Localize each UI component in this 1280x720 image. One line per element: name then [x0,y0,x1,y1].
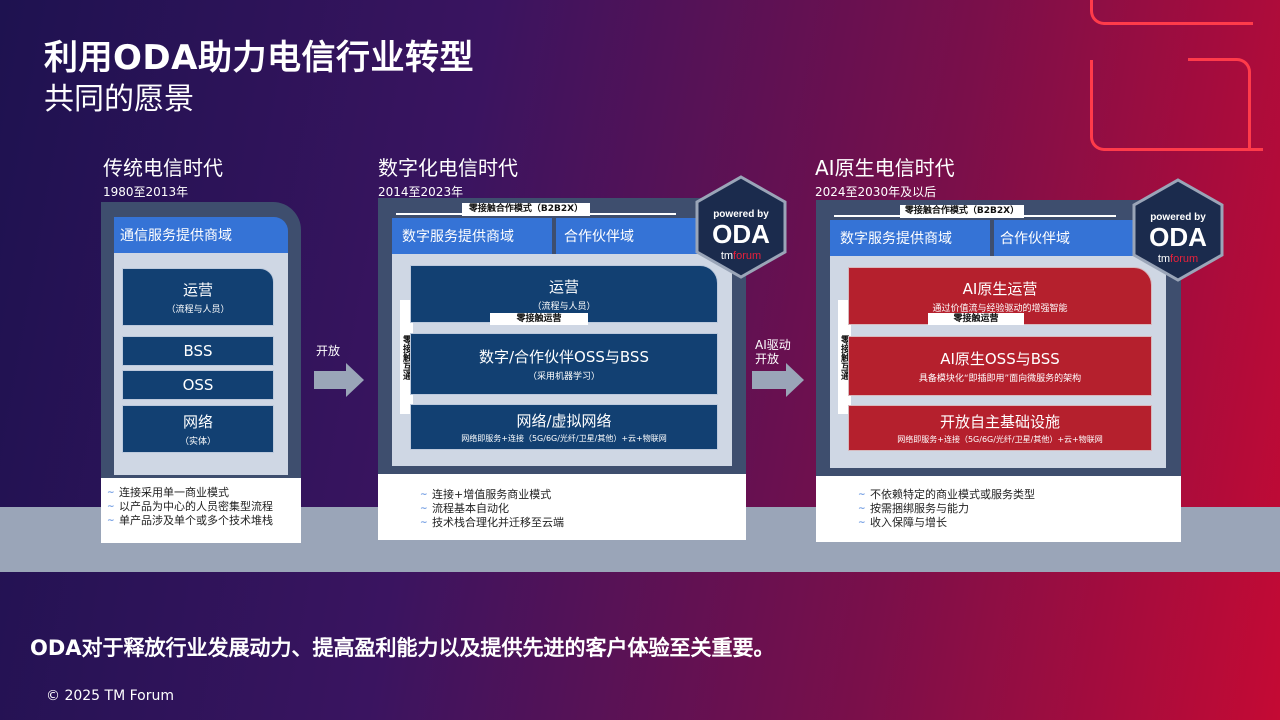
era2-vertical-label: 零接触互通 [400,300,413,414]
era3-bullets: 不依赖特定的商业模式或服务类型 按需捆绑服务与能力 收入保障与增长 [858,488,1181,530]
era1-net-block: 网络 （实体） [122,405,274,453]
era1-domain-header: 通信服务提供商域 [114,217,288,253]
badge-line1: powered by [1150,212,1206,223]
era2-mid-sub: （采用机器学习） [527,372,600,382]
badge-tm: tm [721,250,733,262]
era3-mid-label: AI原生OSS与BSS [940,350,1060,368]
era2-title: 数字化电信时代 [378,156,518,180]
era2-bullets: 连接+增值服务商业模式 流程基本自动化 技术栈合理化并迁移至云端 [420,488,746,530]
era1-net-label: 网络 [182,413,213,431]
era1-years: 1980至2013年 [103,185,189,199]
powered-by-oda-badge-icon: powered by ODA tmforum [695,175,787,279]
era3-oss-bss-block: AI原生OSS与BSS 具备模块化“即插即用”面向微服务的架构 [848,336,1152,396]
list-item: 不依赖特定的商业模式或服务类型 [858,488,1181,502]
badge-line1: powered by [713,209,769,220]
arrow1-head-icon [346,363,364,397]
footer-statement: ODA对于释放行业发展动力、提高盈利能力以及提供先进的客户体验至关重要。 [30,636,775,660]
era1-ops-block: 运营 （流程与人员） [122,268,274,326]
era2-net-block: 网络/虚拟网络 网络即服务+连接（5G/6G/光纤/卫星/其他）+云+物联网 [410,404,718,450]
era1-title: 传统电信时代 [103,156,223,180]
era3-ops-sub: 通过价值流与经验驱动的增强智能 [932,304,1068,314]
era3-tag-line [834,215,1116,217]
svg-text:tmforum: tmforum [1158,253,1198,265]
era2-zt-ops-tag: 零接触运营 [490,313,588,325]
arrow1-shaft [314,371,346,389]
list-item: 流程基本自动化 [420,502,746,516]
badge-tm: tm [1158,253,1170,265]
arrow2-label-line1: AI驱动 [755,338,791,352]
list-item: 按需捆绑服务与能力 [858,502,1181,516]
era2-ops-label: 运营 [548,278,579,296]
list-item: 单产品涉及单个或多个技术堆栈 [107,514,301,528]
era2-mid-label: 数字/合作伙伴OSS与BSS [479,348,649,366]
era3-top-tag: 零接触合作模式（B2B2X） [900,205,1024,218]
arrow2-head-icon [786,363,804,397]
era2-tag-line [396,213,676,215]
era2-net-label: 网络/虚拟网络 [516,412,612,430]
era2-years: 2014至2023年 [378,185,464,199]
era1-heading: 传统电信时代 1980至2013年 [103,152,223,200]
era1-oss-label: OSS [182,376,214,394]
era1-ops-sub: （流程与人员） [166,305,230,315]
list-item: 连接+增值服务商业模式 [420,488,746,502]
badge-line2: ODA [712,219,770,249]
era3-years: 2024至2030年及以后 [815,185,937,199]
badge-forum: forum [1170,253,1198,265]
page-subtitle: 共同的愿景 [44,82,194,117]
era2-ops-sub: （流程与人员） [532,302,596,312]
era3-mid-sub: 具备模块化“即插即用”面向微服务的架构 [918,374,1082,384]
era2-oss-bss-block: 数字/合作伙伴OSS与BSS （采用机器学习） [410,333,718,395]
era1-bullets: 连接采用单一商业模式 以产品为中心的人员密集型流程 单产品涉及单个或多个技术堆栈 [107,486,301,528]
era3-domain-header: 数字服务提供商域 [830,220,990,256]
era3-heading: AI原生电信时代 2024至2030年及以后 [815,152,955,200]
arrow1-label: 开放 [316,344,341,358]
era2-bullet-card: 连接+增值服务商业模式 流程基本自动化 技术栈合理化并迁移至云端 [378,474,746,540]
era3-title: AI原生电信时代 [815,156,955,180]
list-item: 技术栈合理化并迁移至云端 [420,516,746,530]
list-item: 收入保障与增长 [858,516,1181,530]
era1-ops-label: 运营 [182,281,213,299]
badge-line2: ODA [1149,222,1207,252]
era3-zt-ops-tag: 零接触运营 [928,313,1024,325]
era1-bullet-card: 连接采用单一商业模式 以产品为中心的人员密集型流程 单产品涉及单个或多个技术堆栈 [101,478,301,543]
era1-net-sub: （实体） [179,437,216,447]
era1-oss-block: OSS [122,370,274,400]
era3-infra-block: 开放自主基础设施 网络即服务+连接（5G/6G/光纤/卫星/其他）+云+物联网 [848,405,1152,451]
era1-bss-label: BSS [183,342,213,360]
era2-domain-header: 数字服务提供商域 [392,218,552,254]
badge-forum: forum [733,250,761,262]
era2-top-tag: 零接触合作模式（B2B2X） [462,203,590,216]
arrow2-label-line2: 开放 [755,352,780,366]
svg-text:tmforum: tmforum [721,250,761,262]
era3-net-label: 开放自主基础设施 [939,413,1060,431]
era3-net-sub: 网络即服务+连接（5G/6G/光纤/卫星/其他）+云+物联网 [897,435,1103,444]
list-item: 连接采用单一商业模式 [107,486,301,500]
era2-heading: 数字化电信时代 2014至2023年 [378,152,518,200]
powered-by-oda-badge-icon: powered by ODA tmforum [1132,178,1224,282]
corner-bracket-right [1188,58,1251,151]
era3-ops-label: AI原生运营 [962,280,1038,298]
copyright: © 2025 TM Forum [46,688,174,704]
era1-bss-block: BSS [122,336,274,366]
arrow2-shaft [752,371,786,389]
corner-bracket-top [1090,0,1253,25]
list-item: 以产品为中心的人员密集型流程 [107,500,301,514]
corner-bracket-bottom [1090,60,1263,151]
era2-net-sub: 网络即服务+连接（5G/6G/光纤/卫星/其他）+云+物联网 [461,434,667,443]
era3-vertical-label: 零接触互通 [838,300,851,414]
era2-ops-block: 运营 （流程与人员） [410,265,718,323]
page-title: 利用ODA助力电信行业转型 [44,38,474,78]
era3-bullet-card: 不依赖特定的商业模式或服务类型 按需捆绑服务与能力 收入保障与增长 [816,476,1181,542]
arrow2-label: AI驱动 开放 [755,338,791,366]
